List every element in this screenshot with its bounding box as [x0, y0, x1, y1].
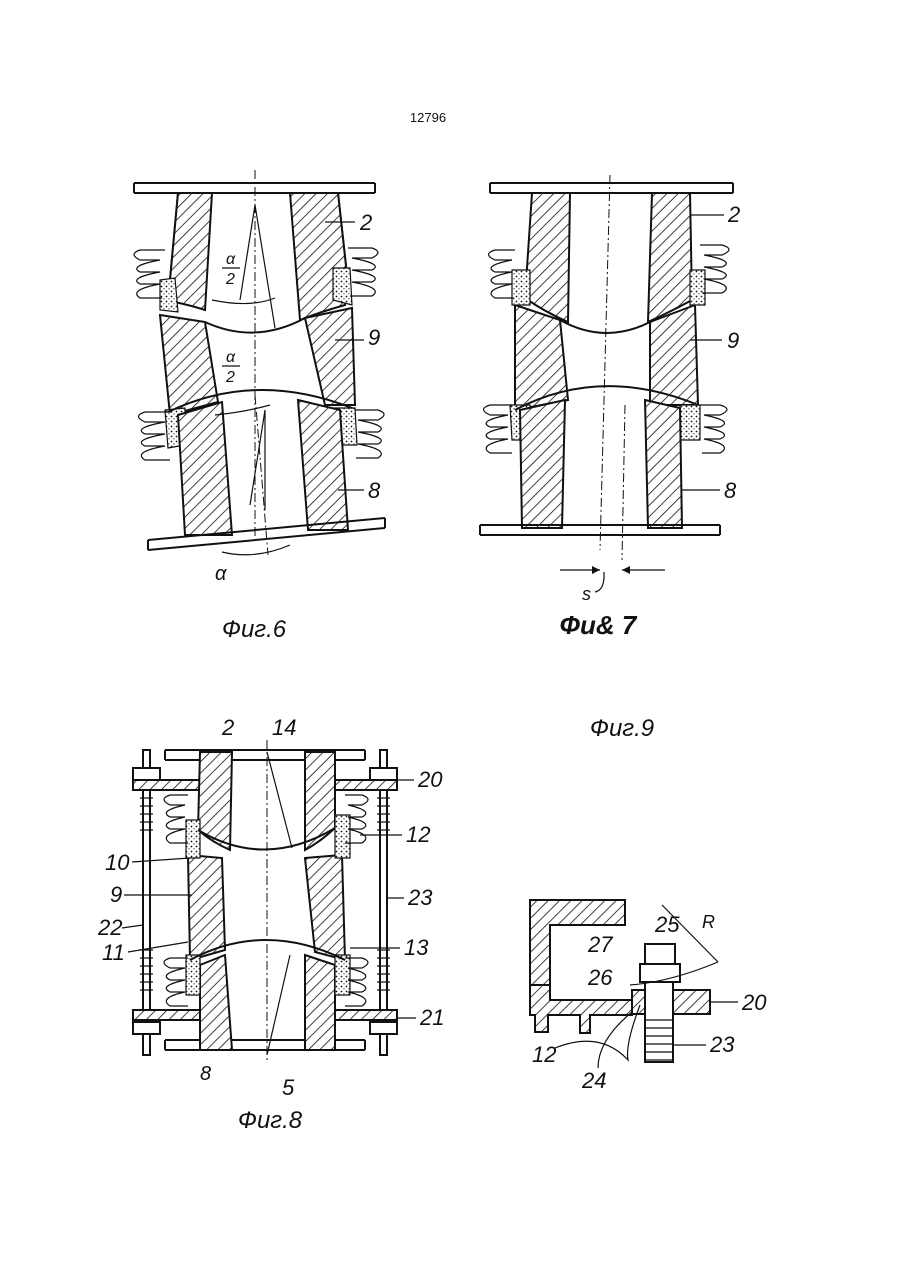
fig7-top-right-wall [648, 193, 692, 322]
fig7-axis-lower [622, 405, 625, 560]
fig6-label-9: 9 [368, 325, 380, 350]
fig7-label-offset: s [582, 584, 591, 604]
fig8-label-12: 12 [406, 822, 430, 847]
fig9-bolt-head-25 [645, 944, 675, 964]
fig8-bellows-upper-left [164, 795, 188, 843]
fig7-middle-right-block [650, 305, 698, 405]
fig6-bottom-left-wall [178, 402, 232, 535]
fig7-bottom-right-wall [645, 400, 682, 528]
fig6-seal-upper-right [333, 268, 352, 305]
fig8-label-20: 20 [417, 767, 443, 792]
fig8-top-bracket-right [330, 780, 397, 790]
fig9-label-26: 26 [587, 965, 613, 990]
fig8-seal-upper-right [335, 815, 350, 858]
fig8-nut-top-left [133, 768, 160, 780]
fig6-bellows-lower-right [355, 410, 384, 458]
fig7-seal-lower-right [680, 405, 700, 440]
fig8-nut-top-right [370, 768, 397, 780]
fig8-label-13: 13 [404, 935, 429, 960]
fig7-joint-upper [560, 320, 650, 333]
figure-7: s 2 9 8 Фи& 7 [480, 175, 740, 640]
fig9-label-R: R [702, 912, 715, 932]
fig6-angle2-label-b: 2 [225, 369, 235, 386]
fig6-seal-upper-left [160, 278, 178, 312]
fig9-label-20: 20 [741, 990, 767, 1015]
fig7-offset-leader [595, 572, 604, 592]
fig8-top-left-wall [198, 752, 232, 850]
fig8-top-bracket-left [133, 780, 203, 790]
fig7-offset-arrowheads [592, 566, 630, 574]
fig8-radius-arrows [267, 752, 292, 1055]
fig8-bellows-lower-left [164, 958, 188, 1006]
fig9-bolt-nut-27 [640, 964, 680, 982]
fig6-axis-tilted [255, 395, 268, 555]
page-number: 12796 [410, 110, 446, 125]
fig7-caption: Фи& 7 [560, 610, 638, 640]
fig8-label-23: 23 [407, 885, 433, 910]
fig7-label-8: 8 [724, 478, 737, 503]
fig8-label-2: 2 [221, 715, 234, 740]
fig6-angle-full-label: α [215, 563, 227, 585]
fig8-leader-22 [122, 925, 143, 928]
fig6-angle-arc-upper [212, 298, 275, 304]
fig7-axis-upper [600, 175, 610, 550]
fig7-bottom-left-wall [520, 400, 565, 528]
fig7-label-2: 2 [727, 202, 740, 227]
fig8-label-8: 8 [200, 1063, 211, 1085]
fig7-label-9: 9 [727, 328, 739, 353]
fig6-middle-right-block [305, 308, 355, 405]
fig6-angle-arc-bottom [222, 545, 290, 555]
fig9-caption: Фиг.9 [590, 715, 654, 742]
fig9-label-25: 25 [654, 912, 680, 937]
fig7-top-left-wall [525, 193, 570, 322]
fig8-caption: Фиг.8 [238, 1107, 303, 1134]
fig7-bellows-upper-left [489, 250, 516, 298]
fig9-label-27: 27 [587, 932, 613, 957]
fig6-radius-arrows [240, 205, 275, 510]
fig8-bottom-bracket-right [330, 1010, 397, 1020]
figure-8: 2 14 20 12 10 9 22 11 23 13 21 8 5 Фиг.8 [97, 715, 444, 1134]
fig8-label-5: 5 [282, 1075, 295, 1100]
fig8-leader-10 [132, 858, 190, 862]
fig9-label-24: 24 [581, 1068, 606, 1093]
fig8-label-14: 14 [272, 715, 296, 740]
fig8-nut-bottom-left [133, 1022, 160, 1034]
fig8-middle-left-block [188, 855, 225, 960]
fig7-bellows-lower-left [484, 405, 513, 453]
fig7-seal-upper-left [512, 270, 530, 305]
fig9-bolt-shank-23 [645, 982, 673, 1062]
figure-6: 2 9 8 α 2 α 2 α Фиг.6 [134, 170, 385, 643]
fig8-bottom-right-wall [305, 955, 335, 1050]
fig8-seal-lower-right [335, 955, 350, 995]
fig6-middle-left-block [160, 315, 218, 415]
figure-9: Фиг.9 25 R 27 26 20 12 24 23 [530, 715, 767, 1093]
fig8-nut-bottom-right [370, 1022, 397, 1034]
fig6-label-8: 8 [368, 478, 381, 503]
fig8-label-21: 21 [419, 1005, 444, 1030]
fig9-label-12: 12 [532, 1042, 556, 1067]
fig8-bottom-bracket-left [133, 1010, 203, 1020]
fig8-middle-right-block [305, 855, 345, 960]
fig8-label-9: 9 [110, 882, 122, 907]
fig8-label-22: 22 [97, 915, 122, 940]
fig6-label-2: 2 [359, 210, 372, 235]
fig6-angle2-label-a: α [226, 349, 236, 366]
fig6-bottom-right-wall [298, 400, 348, 530]
fig9-label-23: 23 [709, 1032, 735, 1057]
fig6-caption: Фиг.6 [222, 616, 287, 643]
fig8-label-11: 11 [102, 940, 125, 965]
fig7-seal-upper-right [690, 270, 705, 305]
fig7-bellows-lower-right [700, 405, 727, 453]
fig8-bottom-left-wall [200, 955, 232, 1050]
fig6-bellows-upper-right [348, 248, 378, 296]
fig8-seal-upper-left [186, 820, 200, 858]
fig6-angle-label-b: 2 [225, 271, 235, 288]
fig6-angle-label-a: α [226, 251, 236, 268]
fig8-label-10: 10 [105, 850, 130, 875]
fig8-seal-lower-left [186, 955, 200, 995]
fig7-top-flange [490, 183, 733, 193]
fig8-leader-11 [128, 942, 188, 952]
